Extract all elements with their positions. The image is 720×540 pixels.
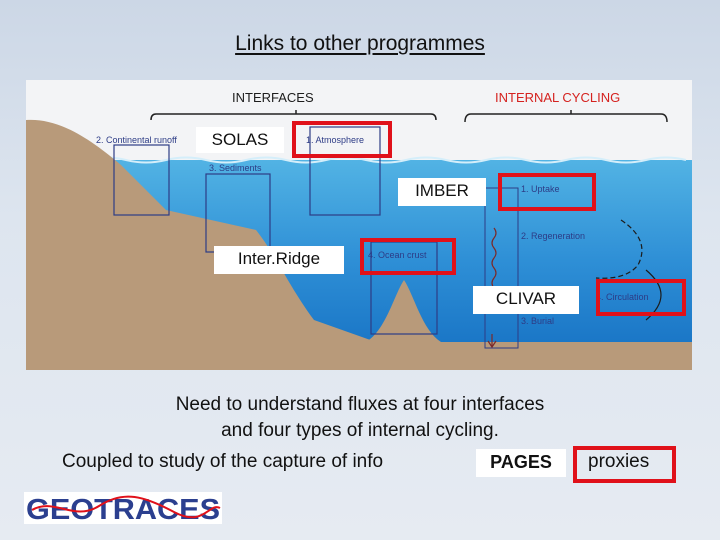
atmosphere-box [309,126,381,216]
uptake-label: 1. Uptake [521,184,560,194]
ocean-ridge [366,280,441,342]
logo-wordmark: GEOTRACES [26,494,220,524]
ocean-crust-label: 4. Ocean crust [368,250,427,260]
solas-label: SOLAS [196,127,284,153]
imber-label: IMBER [398,178,486,206]
interridge-label: Inter.Ridge [214,246,344,274]
regeneration-label: 2. Regeneration [521,231,585,241]
internal-cycling-header: INTERNAL CYCLING [495,90,620,105]
caption-proxies: proxies [588,451,650,472]
atmosphere-highlight [292,121,392,158]
water-surface [85,156,687,164]
clivar-label: CLIVAR [473,286,579,314]
slide-title: Links to other programmes [235,32,485,55]
circulation-highlight [596,279,686,316]
caption-line-1: Need to understand fluxes at four interf… [175,394,545,415]
continental-runoff-box [113,144,170,216]
geotraces-logo-graphic: GEOTRACES [24,492,222,526]
internal-cycling-brace [464,110,668,123]
proxies-highlight [573,446,676,483]
burial-label: 3. Burial [521,316,554,326]
atmosphere-label: 1. Atmosphere [306,135,364,145]
caption-line-3: Coupled to study of the capture of info [62,451,384,472]
seafloor-land [26,119,692,370]
sediments-label: 3. Sediments [209,163,262,173]
regeneration-loop [595,219,643,279]
pages-label: PAGES [476,449,566,477]
interfaces-brace [150,110,437,121]
ocean-crust-highlight [360,238,456,275]
continental-runoff-label: 2. Continental runoff [96,135,177,145]
circulation-label: 4. Circulation [596,292,649,302]
logo-wave [31,495,221,519]
caption-line-2: and four types of internal cycling. [221,420,499,441]
ocean-crust-box [370,241,438,335]
geotraces-logo: GEOTRACES [24,492,222,526]
uptake-highlight [498,173,596,211]
burial-arrow [487,334,497,349]
interfaces-header: INTERFACES [232,90,314,105]
